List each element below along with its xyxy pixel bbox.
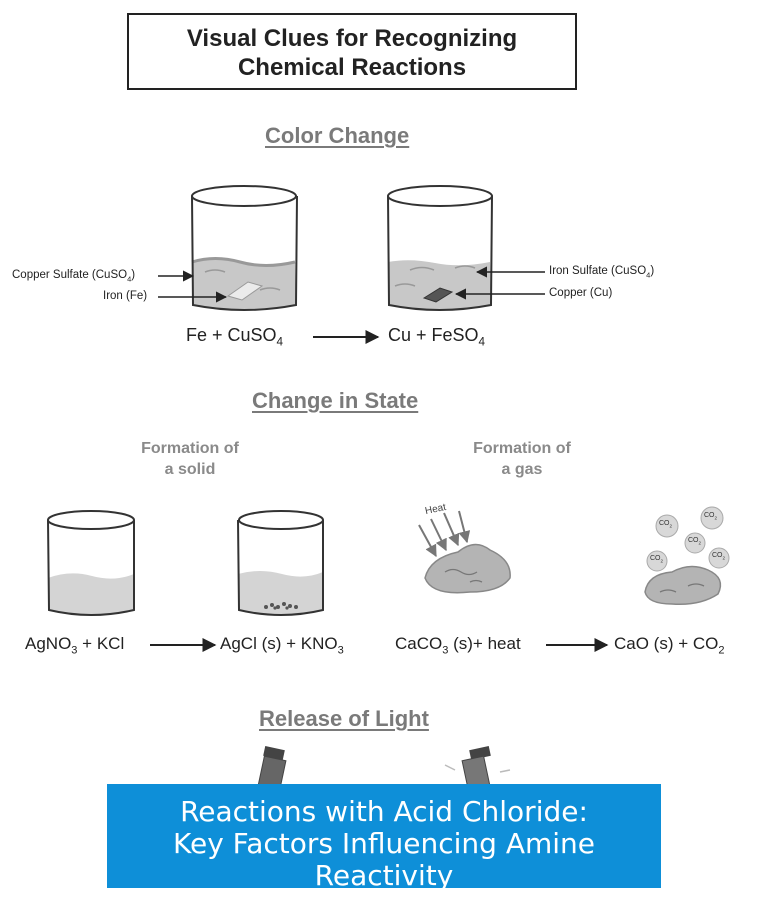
heading-release-of-light: Release of Light <box>259 706 429 731</box>
equation-solid-right: AgCl (s) + KNO3 <box>220 634 344 657</box>
label-iron: Iron (Fe) <box>103 290 148 302</box>
banner-title: Reactions with Acid Chloride: Key Factor… <box>107 796 661 892</box>
banner-line-3: Reactivity <box>314 859 454 892</box>
label-copper: Copper (Cu) <box>549 287 613 299</box>
label-iron-sulfate: Iron Sulfate (CuSO4) <box>549 265 655 280</box>
rock-caco3-heated <box>418 510 511 594</box>
subheading-formation-gas: Formation of a gas <box>473 440 571 478</box>
main-title: Visual Clues for Recognizing Chemical Re… <box>127 13 577 90</box>
title-banner <box>107 784 661 888</box>
banner-line-2: Key Factors Influencing Amine <box>173 827 595 860</box>
title-line-1: Visual Clues for Recognizing <box>186 25 518 52</box>
co2-bubble-label-4: CO2 <box>650 555 664 564</box>
subheading-formation-solid: Formation of a solid <box>141 440 239 478</box>
co2-bubble-label-3: CO2 <box>688 537 702 546</box>
equation-color-left: Fe + CuSO4 <box>186 325 284 349</box>
beaker-agcl-precipitate <box>237 510 324 616</box>
equation-solid-left: AgNO3 + KCl <box>25 634 125 657</box>
co2-bubble-label-1: CO2 <box>659 520 673 529</box>
equation-gas-left: CaCO3 (s)+ heat <box>395 634 521 657</box>
co2-bubble-label-2: CO2 <box>704 512 718 521</box>
heading-change-in-state: Change in State <box>252 388 419 413</box>
title-line-2: Chemical Reactions <box>237 54 467 81</box>
banner-line-1: Reactions with Acid Chloride: <box>180 795 588 828</box>
rock-cao-co2 <box>644 506 730 606</box>
equation-color-right: Cu + FeSO4 <box>388 325 486 349</box>
heading-color-change: Color Change <box>265 123 410 148</box>
beaker-agno3 <box>47 510 135 616</box>
co2-bubble-label-5: CO2 <box>712 552 726 561</box>
equation-gas-right: CaO (s) + CO2 <box>614 634 725 657</box>
beaker-copper-sulfate <box>191 185 298 311</box>
beaker-iron-sulfate <box>387 185 493 311</box>
label-copper-sulfate: Copper Sulfate (CuSO4) <box>12 269 136 284</box>
